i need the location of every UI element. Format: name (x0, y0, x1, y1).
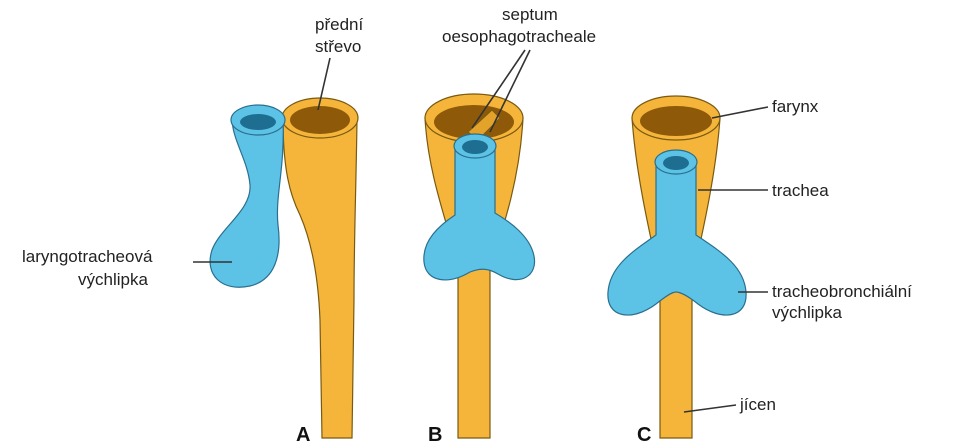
panel-c: C farynx trachea tracheobronchiální vých… (608, 96, 912, 446)
panel-b-letter: B (428, 424, 442, 446)
panel-a-letter: A (296, 424, 310, 446)
label-predni-strevo-line2: střevo (315, 37, 361, 56)
label-farynx: farynx (772, 97, 819, 116)
label-predni-strevo-line1: přední (315, 15, 363, 34)
panel-c-letter: C (637, 424, 651, 446)
label-laryngotrachealni-line2: výchlipka (78, 270, 148, 289)
label-septum-line1: septum (502, 5, 558, 24)
label-septum-line2: oesophagotracheale (442, 27, 596, 46)
panel-b-trachea-lumen (462, 140, 488, 154)
panel-a-foregut (283, 118, 357, 438)
panel-a-diverticulum-lumen (240, 114, 276, 130)
label-jicen: jícen (739, 395, 776, 414)
label-laryngotrachealni-line1: laryngotracheová (22, 247, 153, 266)
panel-c-trachea-lumen (663, 156, 689, 170)
label-trachea: trachea (772, 181, 829, 200)
leader-farynx (712, 107, 768, 118)
panel-c-farynx-lumen (640, 106, 712, 136)
panel-c-trachea (608, 162, 746, 315)
label-tracheobronchialni-line1: tracheobronchiální (772, 282, 912, 301)
panel-a: A přední střevo laryngotracheová výchlip… (22, 15, 363, 446)
panel-b: B septum oesophagotracheale (424, 5, 596, 446)
panel-a-foregut-lumen (290, 106, 350, 134)
label-tracheobronchialni-line2: výchlipka (772, 303, 842, 322)
